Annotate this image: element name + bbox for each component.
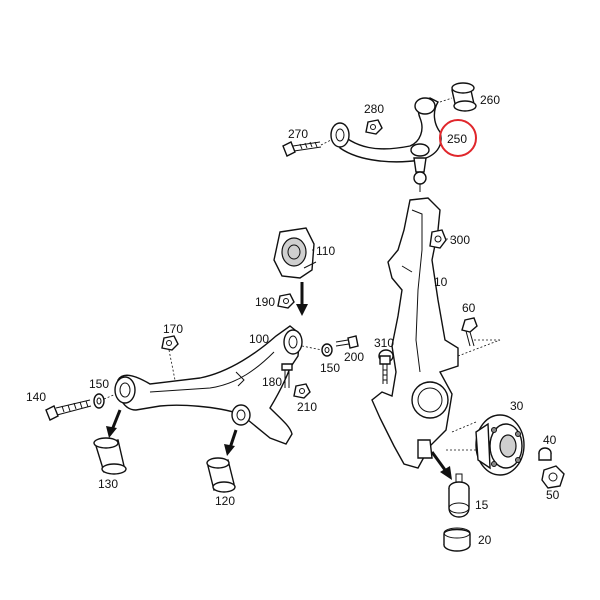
washer-150-right[interactable] xyxy=(321,343,333,357)
arrow-110-to-arm xyxy=(296,282,308,316)
bushing-120[interactable] xyxy=(206,457,236,493)
bolt-140[interactable] xyxy=(45,399,92,421)
ball-joint-15[interactable] xyxy=(448,473,470,518)
label-120: 120 xyxy=(215,494,235,508)
bolt-310[interactable] xyxy=(379,355,391,384)
label-170: 170 xyxy=(163,322,183,336)
label-100: 100 xyxy=(249,332,269,346)
boot-20[interactable] xyxy=(443,527,471,552)
nut-170[interactable] xyxy=(161,335,179,351)
label-40: 40 xyxy=(543,433,557,447)
bushing-130[interactable] xyxy=(93,437,127,475)
wheel-hub-30[interactable] xyxy=(475,414,525,476)
label-150-left: 150 xyxy=(89,377,109,391)
label-280: 280 xyxy=(364,102,384,116)
label-15: 15 xyxy=(475,498,489,512)
nut-280[interactable] xyxy=(365,119,383,135)
bolt-180[interactable] xyxy=(281,363,293,388)
label-140: 140 xyxy=(26,390,46,404)
label-190: 190 xyxy=(255,295,275,309)
cap-40[interactable] xyxy=(538,447,552,461)
label-110: 110 xyxy=(316,244,335,258)
label-260: 260 xyxy=(480,93,500,107)
label-270: 270 xyxy=(288,127,308,141)
washer-150-left[interactable] xyxy=(93,393,105,409)
label-300: 300 xyxy=(450,233,470,247)
label-180: 180 xyxy=(262,375,282,389)
arrow-arm-to-130 xyxy=(106,409,122,438)
arrow-arm-to-120 xyxy=(224,429,238,456)
label-10: 10 xyxy=(434,275,448,289)
bushing-260[interactable] xyxy=(451,82,477,112)
bolt-300[interactable] xyxy=(429,229,447,249)
label-130: 130 xyxy=(98,477,118,491)
label-210: 210 xyxy=(297,400,317,414)
label-200: 200 xyxy=(344,350,364,364)
bushing-110[interactable] xyxy=(273,227,317,279)
highlight-ring xyxy=(439,119,477,157)
nut-190[interactable] xyxy=(277,293,295,309)
bolt-60[interactable] xyxy=(461,317,478,347)
label-30: 30 xyxy=(510,399,524,413)
lower-control-arm-100[interactable] xyxy=(114,325,303,445)
label-20: 20 xyxy=(478,533,492,547)
label-250: 250 xyxy=(447,132,467,146)
nut-210[interactable] xyxy=(293,383,311,399)
label-150-right: 150 xyxy=(320,361,340,375)
nut-50[interactable] xyxy=(541,465,565,489)
upper-control-arm-250[interactable] xyxy=(330,97,442,192)
arrow-knuckle-to-ball-joint xyxy=(430,451,452,480)
callout-labels: 10 15 20 30 40 50 60 100 110 120 130 140… xyxy=(26,93,560,547)
label-50: 50 xyxy=(546,488,560,502)
bolt-270[interactable] xyxy=(282,141,322,157)
bolt-200[interactable] xyxy=(335,335,359,349)
label-60: 60 xyxy=(462,301,476,315)
label-310: 310 xyxy=(374,336,394,350)
